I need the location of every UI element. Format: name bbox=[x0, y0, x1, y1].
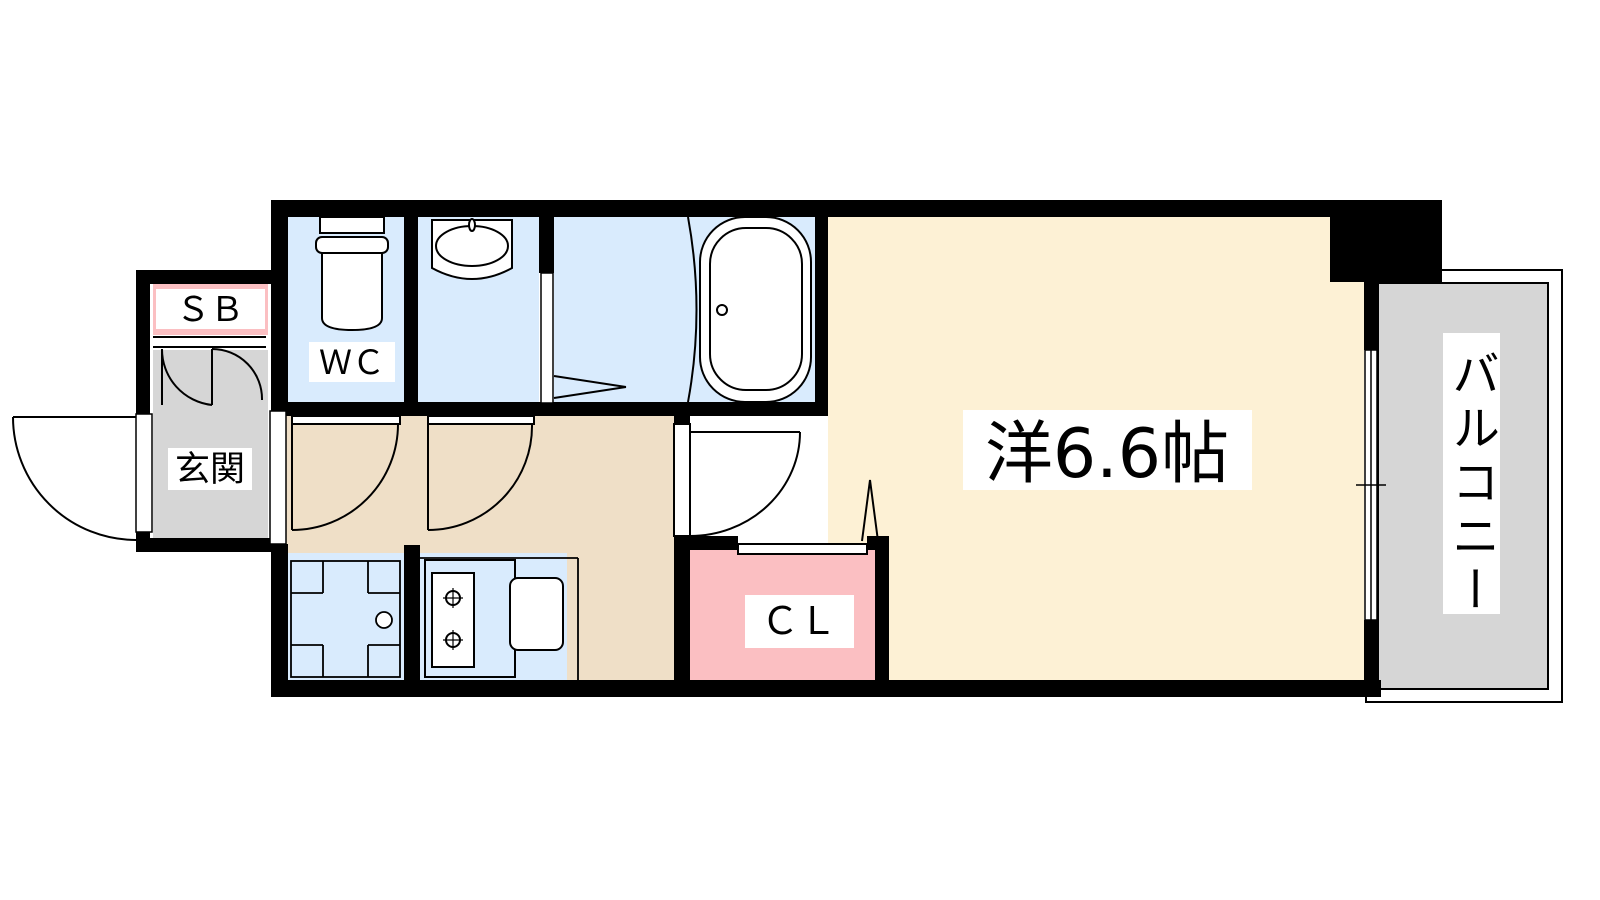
western-room-label: 洋6.6帖 bbox=[985, 415, 1229, 494]
wall-bottom bbox=[271, 680, 1381, 697]
wall-closet-top bbox=[674, 536, 738, 550]
balcony-label: バルコニー bbox=[1443, 349, 1499, 619]
wall-bath-right bbox=[815, 217, 828, 416]
entrance-step bbox=[269, 410, 287, 545]
wall-wash-right bbox=[539, 217, 554, 273]
wall-room-left-upper bbox=[674, 416, 690, 424]
wash-basin bbox=[431, 218, 513, 280]
kitchen-sink bbox=[509, 577, 564, 651]
washer-pan bbox=[290, 560, 401, 678]
wall-entrance-left-bottom bbox=[136, 530, 150, 552]
wc-door[interactable] bbox=[291, 415, 401, 531]
toilet-fixture bbox=[315, 216, 389, 332]
wall-entrance-top bbox=[136, 270, 286, 284]
entrance-door[interactable] bbox=[12, 416, 137, 541]
room-door[interactable] bbox=[673, 423, 801, 537]
wall-entrance-left-top bbox=[136, 270, 150, 414]
entrance-label: 玄関 bbox=[175, 450, 245, 490]
corner-column bbox=[1330, 200, 1442, 282]
closet-door[interactable] bbox=[737, 479, 879, 555]
wall-left-main-lower bbox=[271, 544, 288, 697]
closet-label: ＣＬ bbox=[761, 599, 837, 643]
bathtub bbox=[687, 216, 812, 403]
wall-kitchen-divider bbox=[404, 545, 420, 680]
wall-wc-right bbox=[404, 217, 418, 414]
wall-wetarea-bottom bbox=[286, 402, 828, 416]
wall-right-lower bbox=[1364, 620, 1377, 697]
wall-room-left-lower bbox=[674, 536, 690, 680]
wc-label: ＷＣ bbox=[319, 343, 385, 382]
bath-door-frame bbox=[540, 272, 554, 404]
wall-entrance-bottom bbox=[136, 538, 286, 552]
wall-left-main bbox=[271, 200, 288, 411]
bath-folding-door[interactable] bbox=[553, 375, 627, 399]
wall-top bbox=[271, 200, 1442, 217]
entrance-threshold bbox=[135, 413, 153, 533]
wall-closet-right bbox=[875, 536, 889, 680]
washroom-door[interactable] bbox=[427, 415, 535, 531]
sb-label: ＳＢ bbox=[176, 290, 244, 330]
shoe-box-doors[interactable] bbox=[153, 336, 266, 406]
